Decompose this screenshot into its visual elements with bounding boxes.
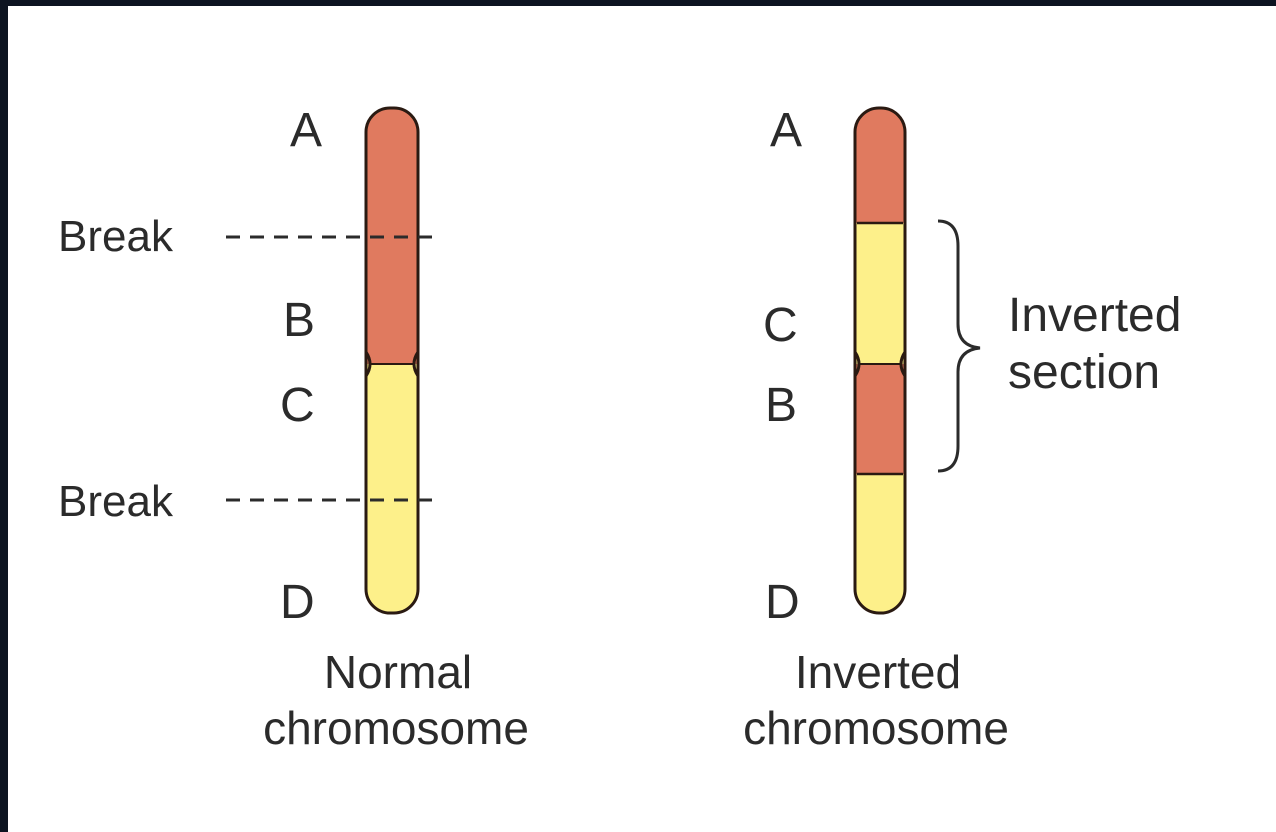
inverted-segment-a (855, 106, 905, 223)
inverted-label-b: B (765, 379, 797, 432)
break-label-lower: Break (58, 477, 174, 526)
inverted-segment-c (855, 223, 905, 364)
inverted-label-c: C (763, 299, 798, 352)
inverted-chromosome (855, 106, 905, 616)
inverted-segment-b (855, 364, 905, 474)
inverted-section-label-line2: section (1008, 346, 1160, 399)
inverted-section-bracket (938, 221, 980, 471)
inverted-segment-d (855, 474, 905, 616)
break-label-upper: Break (58, 212, 174, 261)
normal-caption-line1: Normal (324, 646, 472, 698)
inverted-label-a: A (770, 104, 802, 157)
normal-segment-cd (366, 364, 418, 616)
normal-label-d: D (280, 576, 315, 629)
diagram-canvas: A B C D Break Break Normal chromosome A … (8, 6, 1276, 832)
inverted-caption-line1: Inverted (795, 646, 961, 698)
normal-segment-ab (366, 106, 418, 364)
normal-label-b: B (283, 294, 315, 347)
normal-label-c: C (280, 379, 315, 432)
inverted-section-label-line1: Inverted (1008, 289, 1181, 342)
inverted-caption-line2: chromosome (743, 702, 1009, 754)
normal-label-a: A (290, 104, 322, 157)
normal-caption-line2: chromosome (263, 702, 529, 754)
normal-chromosome (366, 106, 418, 616)
chromosome-inversion-diagram: A B C D Break Break Normal chromosome A … (8, 6, 1276, 832)
inverted-label-d: D (765, 576, 800, 629)
